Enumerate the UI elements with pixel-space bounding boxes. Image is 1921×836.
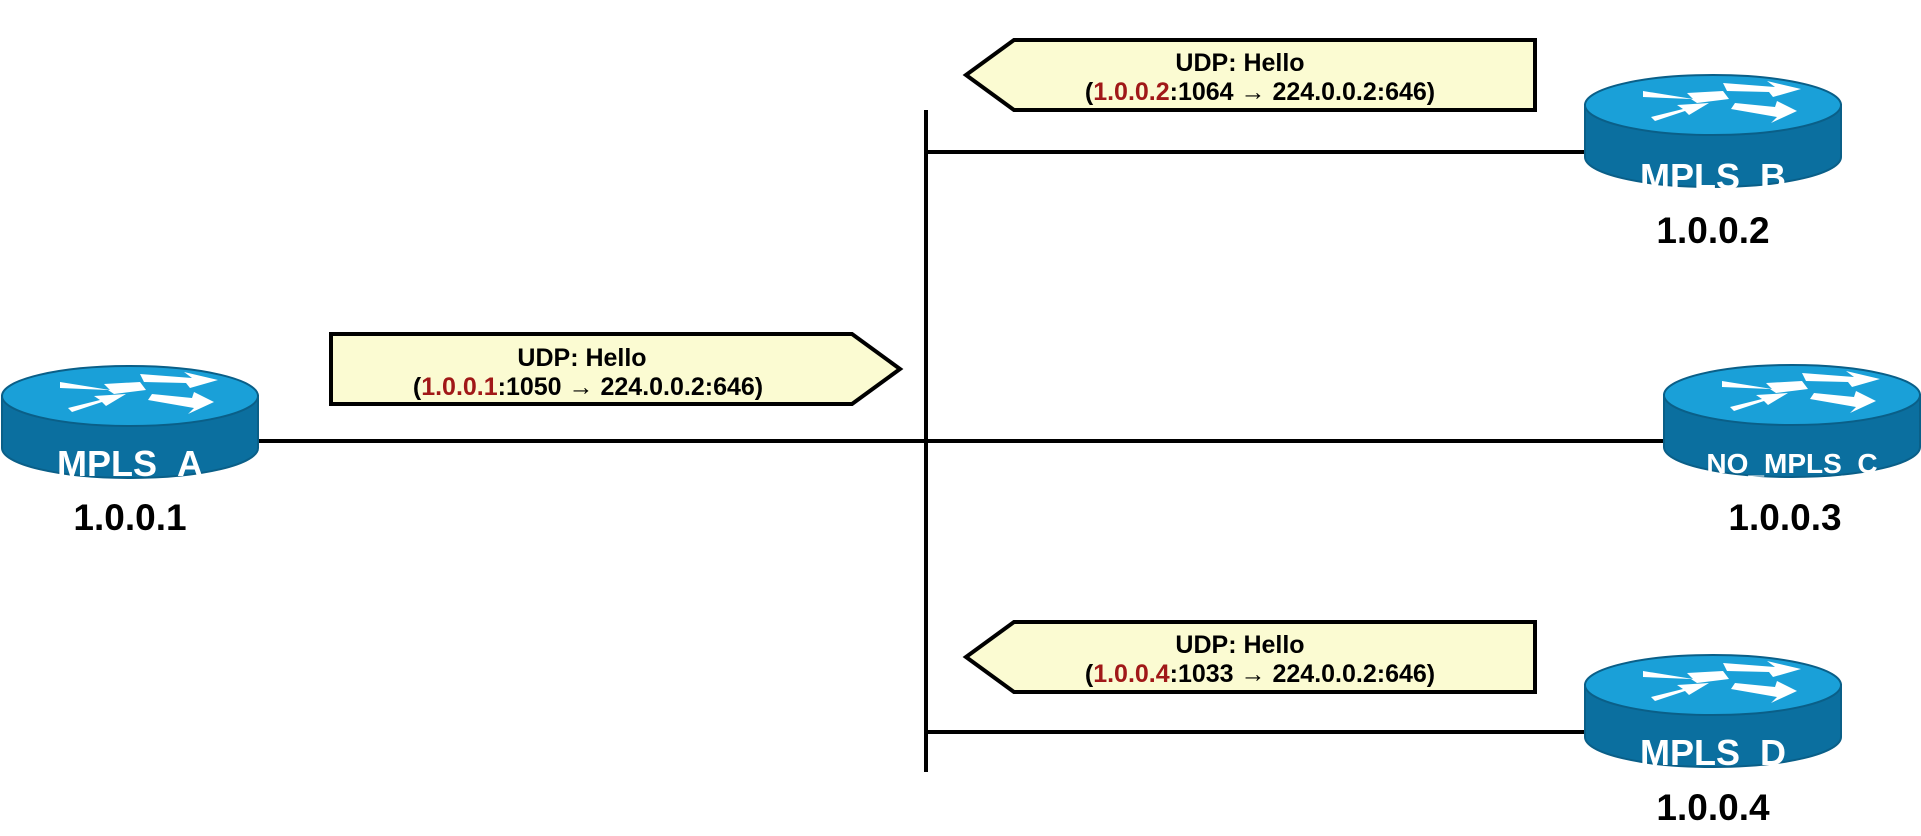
message-addresses: (1.0.0.4:1033 → 224.0.0.2:646) <box>1085 660 1435 688</box>
router-ip: 1.0.0.3 <box>1728 497 1841 538</box>
router-ip: 1.0.0.1 <box>73 497 186 538</box>
source-ip: 1.0.0.2 <box>1093 78 1169 106</box>
router-ip: 1.0.0.4 <box>1656 787 1770 828</box>
message-addresses: (1.0.0.2:1064 → 224.0.0.2:646) <box>1085 78 1435 106</box>
hello-message-d: UDP: Hello (1.0.0.4:1033 → 224.0.0.2:646… <box>962 620 1537 694</box>
arrow-icon: → <box>1241 78 1266 106</box>
message-title: UDP: Hello <box>1175 631 1304 659</box>
router-mpls-b: MPLS_B 1.0.0.2 <box>1584 74 1842 251</box>
hello-message-a: UDP: Hello (1.0.0.1:1050 → 224.0.0.2:646… <box>329 332 904 406</box>
arrow-icon: → <box>569 373 594 401</box>
message-title: UDP: Hello <box>1175 49 1304 77</box>
router-mpls-d: MPLS_D 1.0.0.4 <box>1584 654 1842 828</box>
router-name: MPLS_B <box>1640 156 1786 197</box>
router-ip: 1.0.0.2 <box>1656 210 1769 251</box>
arrow-icon: → <box>1241 660 1266 688</box>
message-title: UDP: Hello <box>517 344 646 372</box>
source-ip: 1.0.0.1 <box>421 373 498 401</box>
router-name: NO_MPLS_C <box>1706 448 1877 479</box>
router-no-mpls-c: NO_MPLS_C 1.0.0.3 <box>1663 364 1921 538</box>
hello-message-b: UDP: Hello (1.0.0.2:1064 → 224.0.0.2:646… <box>962 38 1537 112</box>
router-name: MPLS_D <box>1640 732 1786 773</box>
router-mpls-a: MPLS_A 1.0.0.1 <box>1 365 259 538</box>
source-ip: 1.0.0.4 <box>1093 660 1170 688</box>
router-name: MPLS_A <box>57 443 203 484</box>
message-addresses: (1.0.0.1:1050 → 224.0.0.2:646) <box>413 373 763 401</box>
